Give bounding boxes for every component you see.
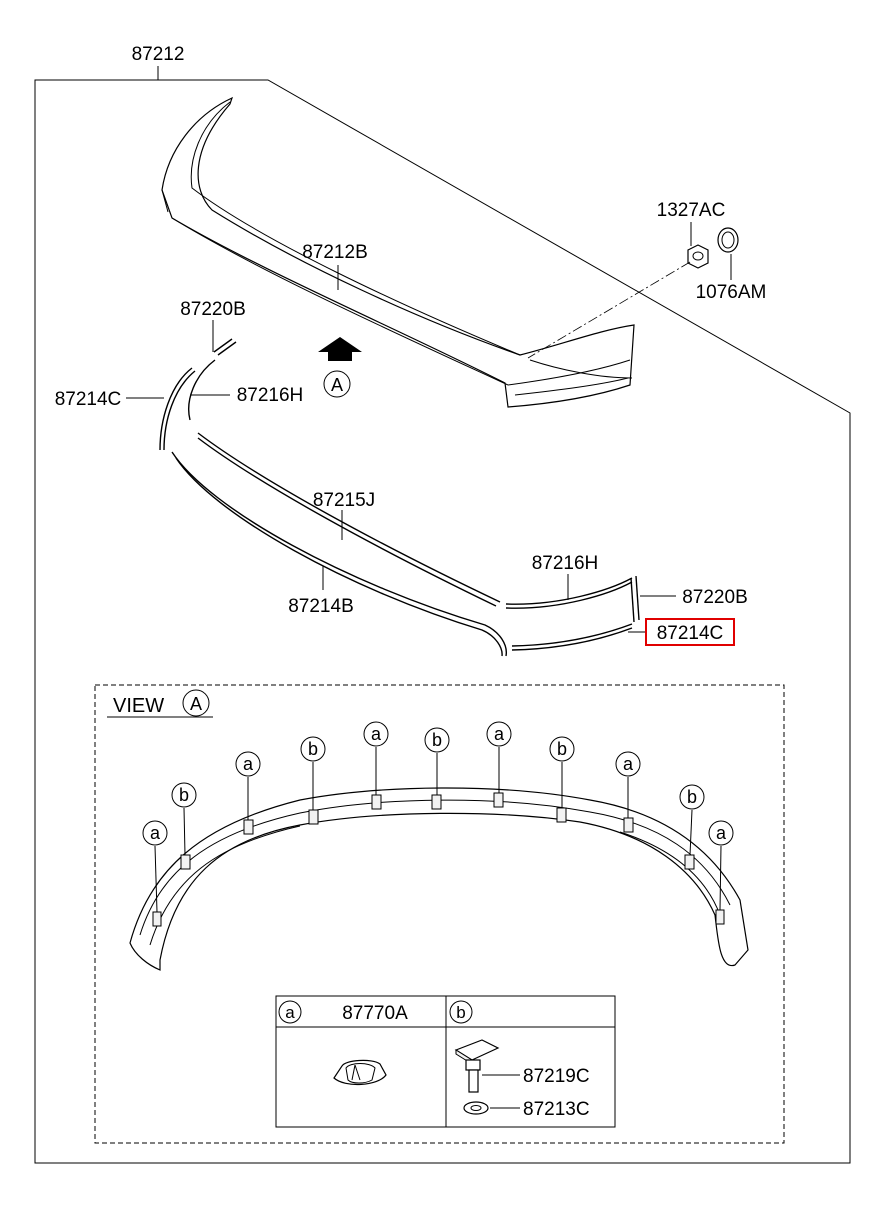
washer-hole — [470, 1105, 482, 1111]
svg-text:a: a — [371, 724, 382, 744]
highlight-box — [645, 618, 735, 646]
clip-callout: a — [235, 751, 261, 820]
label-87212[interactable]: 87212 — [132, 44, 185, 65]
legend-table — [275, 995, 616, 1128]
arrow-callout-circle — [323, 370, 351, 398]
label-1076AM[interactable]: 1076AM — [696, 282, 767, 303]
svg-text:a: a — [494, 724, 505, 744]
clip-callout: b — [300, 736, 326, 810]
view-a-frame — [94, 684, 785, 1144]
svg-text:a: a — [243, 754, 254, 774]
arrow-callout-letter: A — [331, 375, 343, 395]
svg-text:b: b — [432, 730, 442, 750]
grommet-1076AM — [717, 227, 739, 253]
label-87214C-right[interactable]: 87214C — [657, 623, 724, 644]
view-title: VIEW — [113, 695, 164, 717]
label-87219C[interactable]: 87219C — [523, 1066, 590, 1087]
label-87215J[interactable]: 87215J — [313, 490, 375, 511]
view-ref-circle — [182, 689, 210, 717]
svg-text:b: b — [557, 739, 567, 759]
view-ref-letter: A — [190, 694, 202, 714]
clip-callout: b — [549, 736, 575, 808]
svg-text:b: b — [687, 787, 697, 807]
clip-callout: b — [424, 727, 450, 795]
nut-1327AC — [687, 244, 709, 269]
legend-b-circle — [449, 1000, 473, 1024]
clip-87770A-drawing — [333, 1059, 387, 1085]
label-1327AC[interactable]: 1327AC — [657, 200, 726, 221]
clip-callout: a — [363, 721, 389, 795]
bolt-87219C-drawing — [454, 1039, 500, 1093]
label-87214B[interactable]: 87214B — [288, 596, 354, 617]
label-87216H-right[interactable]: 87216H — [532, 553, 599, 574]
label-87214C-left[interactable]: 87214C — [55, 389, 122, 410]
clip-callout: a — [708, 820, 734, 911]
clip-callout: a — [486, 721, 512, 793]
view-clips — [152, 792, 725, 927]
clip-callouts: a b a b a b a — [142, 721, 734, 913]
assembly-frame — [34, 79, 851, 1164]
legend-b-key: b — [456, 1003, 465, 1022]
svg-text:a: a — [623, 754, 634, 774]
legend-a-part[interactable]: 87770A — [342, 1003, 408, 1024]
label-87220B-upper[interactable]: 87220B — [180, 299, 246, 320]
label-87212B[interactable]: 87212B — [302, 242, 368, 263]
clip-callout: a — [615, 751, 641, 818]
washer-87213C-drawing — [463, 1101, 489, 1115]
svg-text:a: a — [150, 823, 161, 843]
clip-callout: a — [142, 820, 168, 913]
label-87220B-right[interactable]: 87220B — [682, 587, 748, 608]
svg-text:b: b — [308, 739, 318, 759]
label-87213C[interactable]: 87213C — [523, 1099, 590, 1120]
svg-text:a: a — [716, 823, 727, 843]
legend-a-circle — [278, 1000, 302, 1024]
centerline-fastener — [527, 261, 691, 359]
spoiler-body — [161, 96, 635, 408]
view-arrow — [318, 337, 362, 361]
legend-a-key: a — [285, 1003, 295, 1022]
clip-callout: b — [171, 782, 197, 856]
clip-callout: b — [679, 784, 705, 856]
svg-text:b: b — [179, 785, 189, 805]
label-87216H-left[interactable]: 87216H — [237, 385, 304, 406]
trim-strips — [159, 338, 640, 657]
view-spoiler-underside — [129, 787, 749, 971]
